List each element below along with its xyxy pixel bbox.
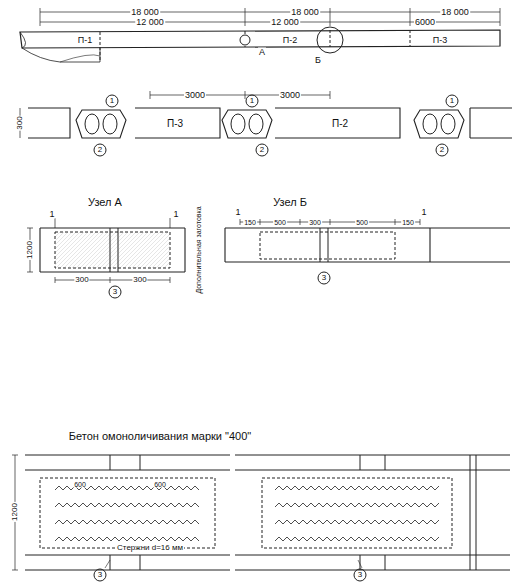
rebar-thread bbox=[275, 503, 439, 507]
dimension: 1200 bbox=[11, 502, 19, 522]
callout-number: 2 bbox=[439, 146, 445, 154]
node-mark: А bbox=[258, 48, 266, 57]
dimension: 1200 bbox=[26, 240, 34, 260]
joint-a bbox=[27, 218, 185, 298]
panel-mark: П-2 bbox=[282, 36, 298, 45]
dimension: 300 bbox=[132, 276, 147, 284]
dimension: 18 000 bbox=[290, 8, 320, 17]
callout-number: 1 bbox=[249, 97, 255, 105]
sections bbox=[20, 91, 512, 156]
dimension: 150 bbox=[401, 219, 415, 226]
section-mark: 1 bbox=[234, 208, 241, 217]
dimension: 500 bbox=[273, 219, 287, 226]
panel-mark: П-3 bbox=[432, 36, 448, 45]
rebar-thread bbox=[55, 503, 199, 507]
callout-number: 1 bbox=[109, 97, 115, 105]
node-title: Узел Б bbox=[272, 197, 308, 208]
dimension: 3000 bbox=[279, 91, 301, 100]
note: Стержни d=16 мм bbox=[116, 544, 184, 552]
dimension: 500 bbox=[355, 219, 369, 226]
dimension: 6000 bbox=[414, 18, 436, 27]
rebar-thread bbox=[55, 520, 199, 524]
panel-mark: П-2 bbox=[331, 119, 349, 129]
panel-mark: П-1 bbox=[77, 36, 93, 45]
section-mark: 1 bbox=[48, 210, 55, 219]
section-mark: 1 bbox=[420, 208, 427, 217]
callout-number: 3 bbox=[357, 571, 363, 579]
callout-number: 2 bbox=[97, 146, 103, 154]
dimension: 600 bbox=[153, 481, 167, 488]
rebar-thread bbox=[275, 486, 439, 490]
rebar-thread bbox=[55, 537, 199, 541]
section-mark: 1 bbox=[172, 210, 179, 219]
callout-number: 2 bbox=[259, 146, 265, 154]
node-title: Узел А bbox=[87, 197, 123, 208]
dimension: 300 bbox=[308, 219, 322, 226]
rebar-thread bbox=[275, 537, 439, 541]
joint-plan bbox=[12, 455, 510, 581]
dimension: 18 000 bbox=[130, 8, 160, 17]
callout-number: 3 bbox=[97, 571, 103, 579]
callout-number: 3 bbox=[112, 288, 118, 296]
dimension: 300 bbox=[16, 115, 24, 130]
callout-number: 1 bbox=[449, 97, 455, 105]
rebar-thread bbox=[275, 520, 439, 524]
callout-number: 3 bbox=[321, 274, 327, 282]
elevation bbox=[20, 8, 500, 62]
note: Бетон омоноличивания марки "400" bbox=[68, 431, 252, 442]
note: Дополнительная заготовка bbox=[195, 205, 202, 294]
node-mark: Б bbox=[314, 56, 322, 65]
dimension: 18 000 bbox=[440, 8, 470, 17]
dimension: 12 000 bbox=[135, 18, 165, 27]
joint-b bbox=[225, 219, 510, 284]
dimension: 12 000 bbox=[270, 18, 300, 27]
dimension: 600 bbox=[73, 481, 87, 488]
dimension: 150 bbox=[243, 219, 257, 226]
dimension: 300 bbox=[74, 276, 89, 284]
panel-mark: П-3 bbox=[166, 119, 184, 129]
dimension: 3000 bbox=[184, 91, 206, 100]
